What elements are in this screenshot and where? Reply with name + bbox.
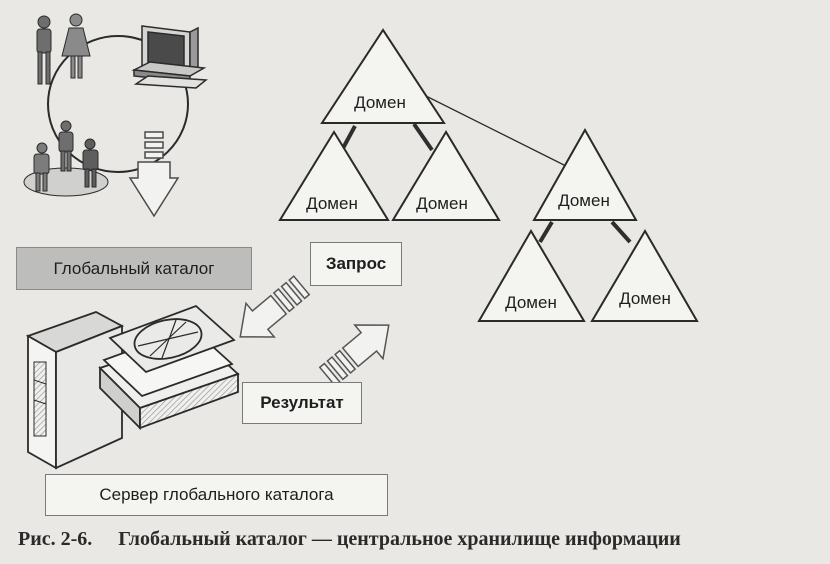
query-arrow-icon xyxy=(239,275,311,338)
domain-label: Домен xyxy=(306,194,358,213)
domain-label: Домен xyxy=(354,93,406,112)
user-icon xyxy=(36,15,52,85)
figure-caption: Рис. 2-6. Глобальный каталог — центрально… xyxy=(18,528,818,551)
catalog-book-icon xyxy=(98,304,240,431)
domain-label: Домен xyxy=(505,293,557,312)
domain-triangle: Домен xyxy=(278,130,390,221)
caption-number: Рис. 2-6. xyxy=(18,528,93,550)
domain-triangle: Домен xyxy=(320,28,446,124)
user-icon xyxy=(61,13,91,79)
server-label: Сервер глобального каталога xyxy=(45,474,388,516)
domain-triangle: Домен xyxy=(391,130,501,221)
down-arrow-icon xyxy=(128,131,180,218)
result-arrow-icon xyxy=(318,324,390,387)
domain-label: Домен xyxy=(619,289,671,308)
domain-label: Домен xyxy=(558,191,610,210)
catalog-server-illustration xyxy=(25,304,240,470)
domain-label: Домен xyxy=(416,194,468,213)
domain-tree-links xyxy=(340,91,632,244)
global-catalog-label: Глобальный каталог xyxy=(16,247,252,290)
query-label: Запрос xyxy=(310,242,402,286)
caption-text: Глобальный каталог — центральное хранили… xyxy=(118,528,681,550)
result-label: Результат xyxy=(242,382,362,424)
domain-triangle: Домен xyxy=(590,229,699,322)
network-cluster-illustration xyxy=(23,13,208,218)
computer-icon xyxy=(131,25,208,89)
domain-triangle: Домен xyxy=(477,229,586,322)
domain-triangle: Домен xyxy=(532,127,638,221)
users-group-icon xyxy=(23,120,109,197)
